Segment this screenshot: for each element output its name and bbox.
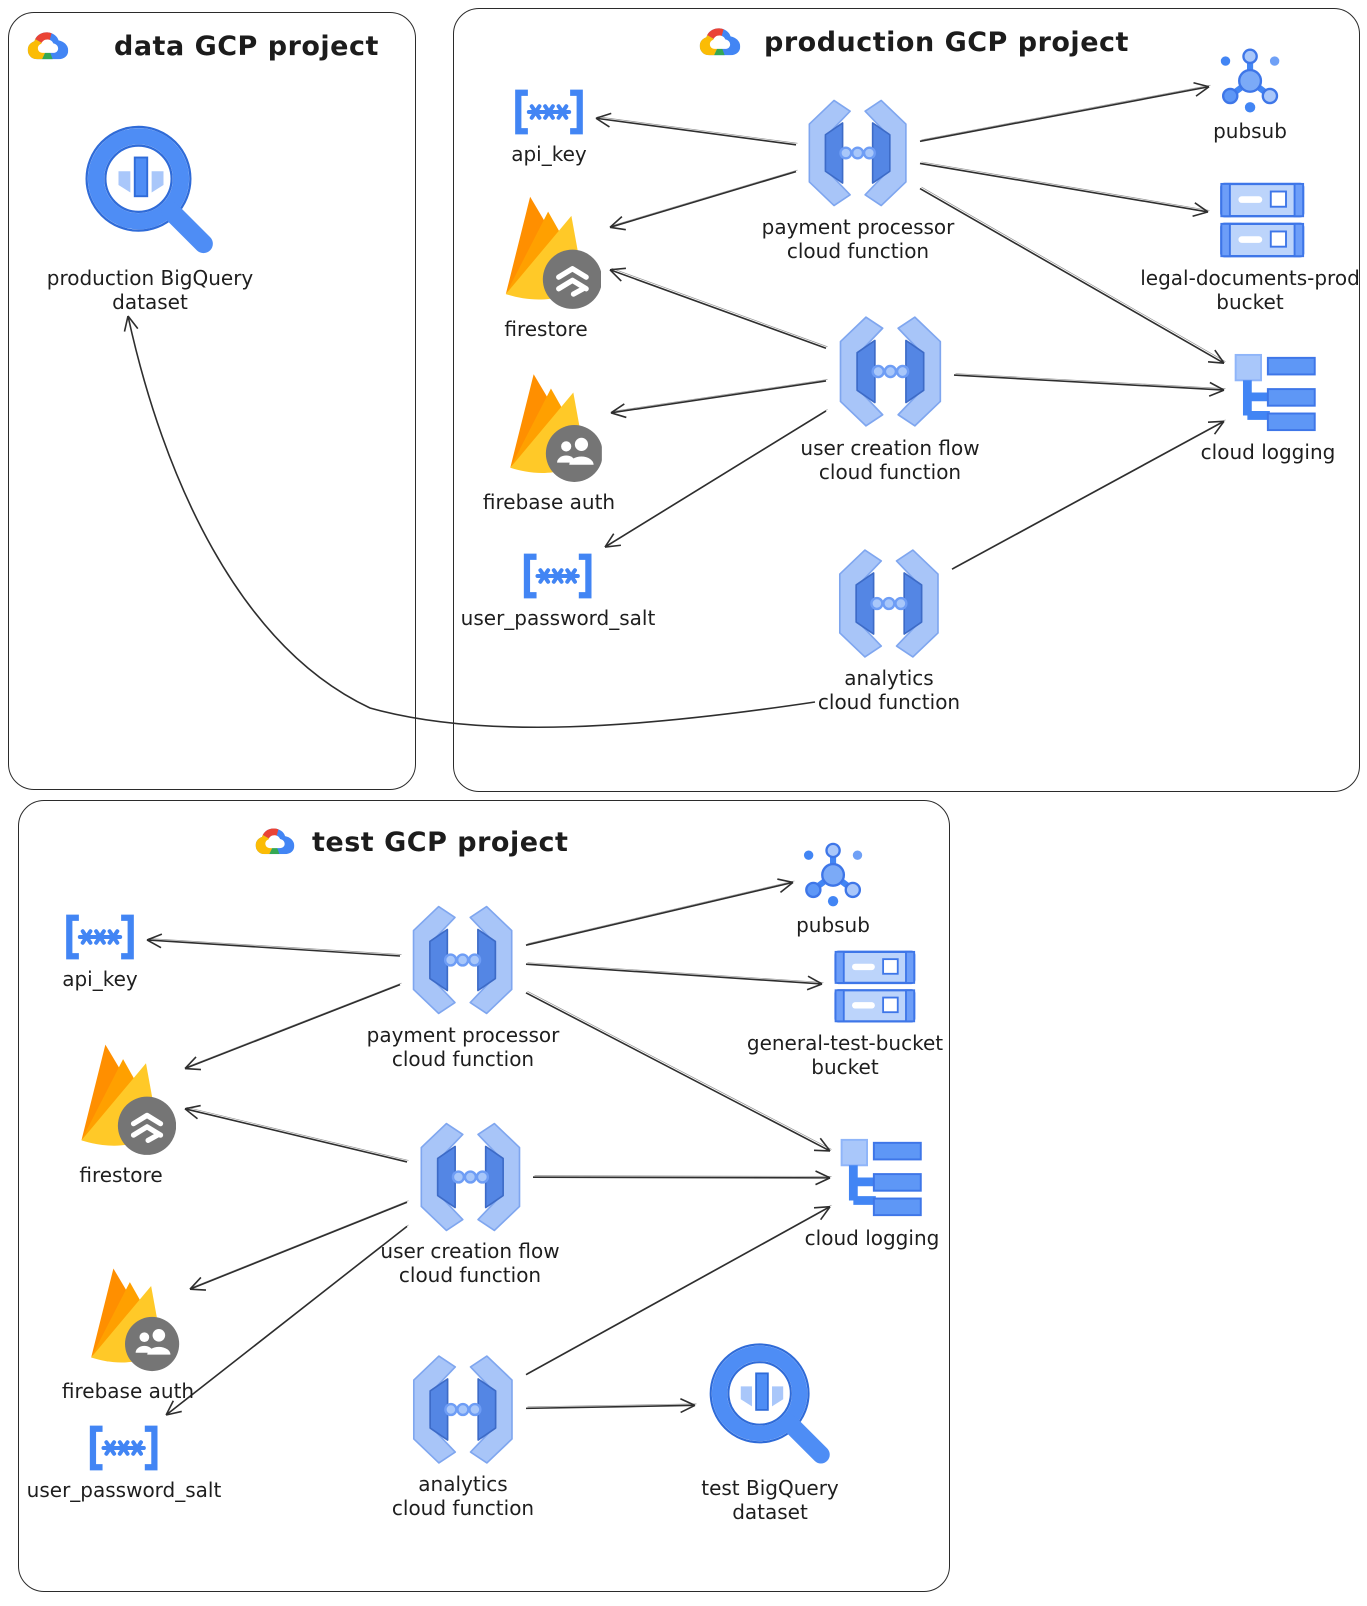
node-label: legal-documents-prod bucket [1140,266,1360,314]
firebase-auth-icon [75,1255,181,1373]
node-legal-documents-prod-bucket: legal-documents-prod bucket [1140,182,1360,314]
node-api-key-prod: api_key [511,88,587,166]
cloud-logging-icon [839,1136,925,1220]
production-project-title: production GCP project [764,27,1129,58]
data-project-title: data GCP project [114,31,379,62]
node-user-creation-flow-cf-prod: user creation flow cloud function [800,313,980,484]
node-label: analytics cloud function [391,1472,535,1520]
node-pubsub-test: pubsub [796,839,870,937]
production-project-header: production GCP project [698,26,1129,59]
node-label: user_password_salt [460,606,656,630]
node-analytics-cf-prod: analytics cloud function [818,547,960,714]
cloud-function-icon [829,547,949,660]
gcp-logo-icon [254,826,296,858]
storage-bucket-icon [1217,182,1307,260]
node-label: pubsub [1213,119,1287,143]
node-label: pubsub [796,913,870,937]
node-label: payment processor cloud function [366,1023,560,1071]
cloud-function-icon [829,313,951,430]
cloud-function-icon [410,1121,530,1233]
node-label: user creation flow cloud function [800,436,980,484]
gcp-logo-icon [698,26,742,59]
bigquery-icon [704,1338,836,1470]
pubsub-icon [1218,45,1282,113]
node-user-password-salt-test: user_password_salt [26,1424,222,1502]
node-label: analytics cloud function [817,666,961,714]
node-label: general-test-bucket bucket [746,1031,944,1079]
node-label: cloud logging [804,1226,940,1250]
data-project-header: data GCP project [26,30,379,63]
node-cloud-logging-prod: cloud logging [1200,352,1336,464]
node-firebase-auth-test: firebase auth [62,1255,194,1403]
node-label: api_key [511,142,587,166]
cloud-logging-icon [1233,352,1319,434]
node-label: firestore [79,1163,163,1187]
node-analytics-cf-test: analytics cloud function [392,1353,534,1520]
node-production-bigquery-dataset: production BigQuery dataset [46,120,254,314]
node-firestore-test: firestore [66,1030,176,1187]
node-label: firebase auth [482,490,616,514]
pubsub-icon [802,839,864,907]
firestore-icon [491,182,601,311]
secret-key-icon [511,88,587,136]
node-cloud-logging-test: cloud logging [804,1136,940,1250]
cloud-function-icon [403,1353,523,1466]
test-project-header: test GCP project [254,826,568,858]
firestore-icon [66,1030,176,1157]
node-payment-processor-cf-prod: payment processor cloud function [761,97,955,263]
node-payment-processor-cf-test: payment processor cloud function [366,903,560,1071]
node-label: cloud logging [1200,440,1336,464]
node-firebase-auth-prod: firebase auth [483,360,615,514]
node-general-test-bucket: general-test-bucket bucket [747,950,943,1079]
node-user-creation-flow-cf-test: user creation flow cloud function [380,1121,560,1287]
node-pubsub-prod: pubsub [1213,45,1287,143]
node-label: user creation flow cloud function [380,1239,560,1287]
secret-key-icon [86,1424,162,1472]
node-firestore-prod: firestore [491,182,601,341]
node-label: payment processor cloud function [761,215,955,263]
secret-key-icon [520,552,596,600]
node-label: user_password_salt [26,1478,222,1502]
node-test-bigquery-dataset: test BigQuery dataset [701,1338,839,1524]
firebase-auth-icon [496,360,602,484]
gcp-logo-icon [26,30,70,63]
cloud-function-icon [799,97,917,209]
node-label: api_key [62,967,138,991]
node-label: firestore [504,317,588,341]
node-user-password-salt-prod: user_password_salt [460,552,656,630]
test-project-title: test GCP project [312,826,569,858]
bigquery-icon [80,120,220,260]
node-api-key-test: api_key [62,913,138,991]
node-label: test BigQuery dataset [701,1476,839,1524]
test-project-box [18,800,950,1592]
cloud-function-icon [403,903,523,1017]
node-label: production BigQuery dataset [46,266,254,314]
node-label: firebase auth [61,1379,195,1403]
storage-bucket-icon [831,950,919,1025]
secret-key-icon [62,913,138,961]
